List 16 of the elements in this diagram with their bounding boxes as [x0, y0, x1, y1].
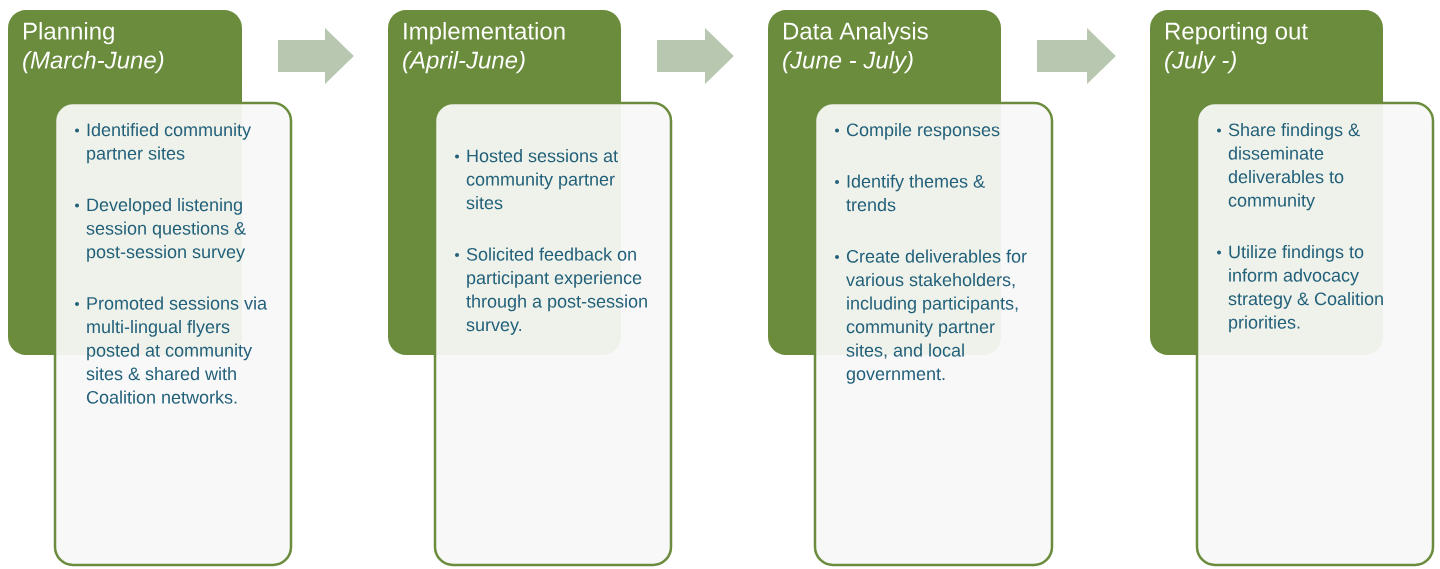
- node-label: Implementation: [404, 21, 565, 45]
- stage-box: Reporting out (July -): [1150, 10, 1383, 103]
- node-label: (April-June): [403, 50, 525, 74]
- node-label: Reporting out: [1165, 21, 1308, 45]
- stage-box: Planning (March-June): [8, 10, 242, 103]
- node-label: Planning: [23, 21, 114, 45]
- node-label: Data Analysis: [783, 21, 928, 45]
- task-box: Identified community partner sites Developed listening session questions & post-session survey Promoted sessions via multi-lingual flyers posted at community sites & shared with Coalition networks.: [53, 101, 293, 567]
- node-label: (March-June): [23, 50, 164, 74]
- task-box: Share findings & disseminate deliverables to community Utilize findings to inform advocacy strategy & Coalition priorities.: [1195, 101, 1435, 567]
- node-label: (June - July): [783, 50, 913, 74]
- stage-box: Data Analysis (June - July): [768, 10, 1001, 103]
- node-label: (July -): [1165, 50, 1236, 74]
- task-box: Hosted sessions at community partner sites Solicited feedback on participant experience through a post-session survey.: [433, 101, 673, 567]
- stage-box: Implementation (April-June): [388, 10, 621, 103]
- task-box: Compile responses Identify themes & trends Create deliverables for various stakeholders, including participants, community partner sites, and local government.: [813, 101, 1054, 567]
